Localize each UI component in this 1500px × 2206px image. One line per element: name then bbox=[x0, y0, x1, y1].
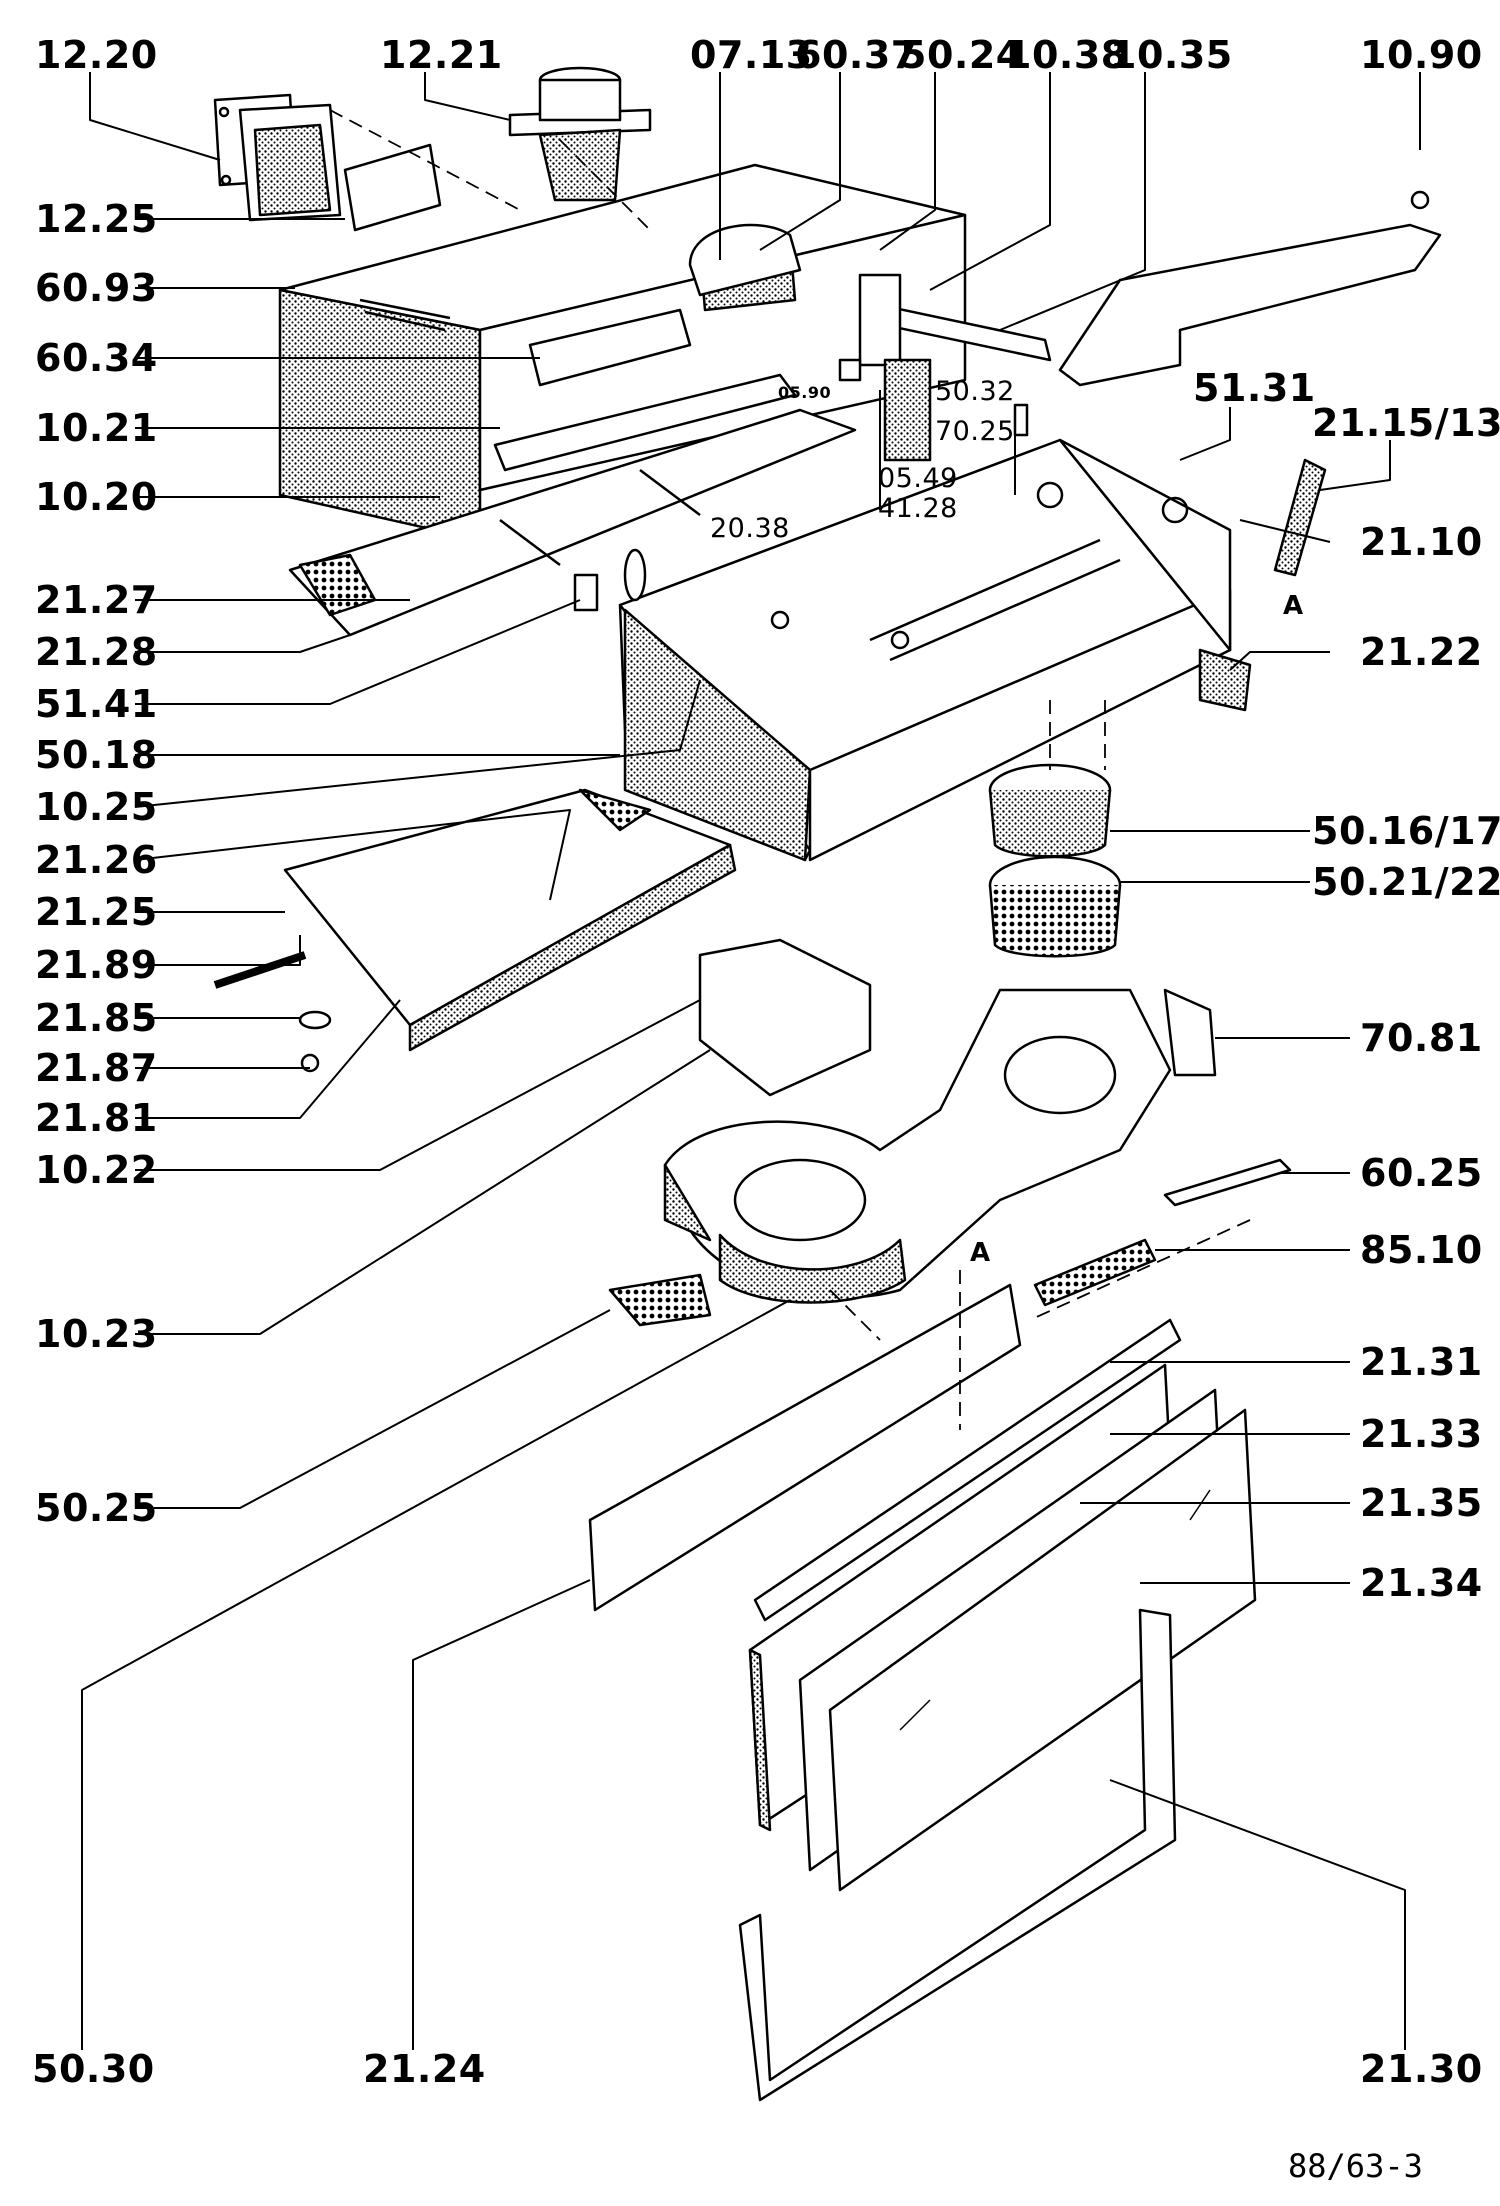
label-50-25: 50.25 bbox=[35, 1486, 158, 1530]
board-85-10 bbox=[1033, 1238, 1157, 1307]
panel-21-24 bbox=[588, 1283, 1022, 1612]
label-07-13: 07.13 bbox=[690, 33, 813, 77]
label-21-34: 21.34 bbox=[1360, 1561, 1483, 1605]
hinge-21-22 bbox=[1198, 648, 1252, 712]
label-21-28: 21.28 bbox=[35, 630, 158, 674]
label-51-31: 51.31 bbox=[1193, 366, 1316, 410]
impeller-50-21 bbox=[988, 855, 1122, 958]
label-21-27: 21.27 bbox=[35, 578, 158, 622]
bracket-10-38 bbox=[858, 273, 902, 367]
label-21-85: 21.85 bbox=[35, 996, 158, 1040]
label-21-31: 21.31 bbox=[1360, 1340, 1483, 1384]
label-10-90: 10.90 bbox=[1360, 33, 1483, 77]
label-10-25: 10.25 bbox=[35, 785, 158, 829]
label-21-81: 21.81 bbox=[35, 1096, 158, 1140]
clip-51-41 bbox=[573, 573, 599, 612]
label-70-25: 70.25 bbox=[935, 416, 1015, 447]
label-21-89: 21.89 bbox=[35, 943, 158, 987]
duct-adapter-12-20 bbox=[213, 93, 342, 222]
cover-10-90 bbox=[1058, 223, 1442, 387]
label-21-10: 21.10 bbox=[1360, 520, 1483, 564]
board-60-25 bbox=[1163, 1158, 1292, 1207]
light-bar-10-21 bbox=[493, 373, 797, 472]
label-21-26: 21.26 bbox=[35, 838, 158, 882]
label-21-35: 21.35 bbox=[1360, 1481, 1483, 1525]
label-10-22: 10.22 bbox=[35, 1148, 158, 1192]
label-70-81: 70.81 bbox=[1360, 1016, 1483, 1060]
label-51-41: 51.41 bbox=[35, 682, 158, 726]
label-10-20: 10.20 bbox=[35, 475, 158, 519]
leader-lines bbox=[81, 72, 1421, 2050]
label-60-34: 60.34 bbox=[35, 336, 158, 380]
label-21-24: 21.24 bbox=[363, 2047, 486, 2091]
knob-21-87 bbox=[300, 1053, 320, 1073]
label-21-30: 21.30 bbox=[1360, 2047, 1483, 2091]
ref-marker-a-upper: A bbox=[1283, 591, 1304, 621]
duct-12-21 bbox=[508, 66, 652, 202]
rod-21-89 bbox=[213, 951, 307, 989]
main-chassis bbox=[618, 438, 1232, 862]
bracket-21-15 bbox=[1273, 458, 1327, 577]
label-60-25: 60.25 bbox=[1360, 1151, 1483, 1195]
label-50-30: 50.30 bbox=[32, 2047, 155, 2091]
knob-21-85 bbox=[298, 1010, 332, 1030]
label-05-90: 05.90 bbox=[778, 383, 832, 402]
label-50-24: 50.24 bbox=[900, 33, 1023, 77]
label-85-10: 85.10 bbox=[1360, 1228, 1483, 1272]
pin-70-25 bbox=[1013, 403, 1029, 437]
strip-21-31 bbox=[753, 1318, 1182, 1622]
label-21-25: 21.25 bbox=[35, 890, 158, 934]
glass-21-34 bbox=[828, 1408, 1257, 1892]
label-50-16-17: 50.16/17 bbox=[1312, 809, 1500, 853]
label-21-22: 21.22 bbox=[1360, 630, 1483, 674]
label-10-38: 10.38 bbox=[1005, 33, 1128, 77]
switch-60-34 bbox=[528, 308, 692, 387]
label-12-25: 12.25 bbox=[35, 197, 158, 241]
label-50-32: 50.32 bbox=[935, 376, 1015, 407]
ref-marker-a-lower: A bbox=[970, 1238, 991, 1268]
label-21-87: 21.87 bbox=[35, 1046, 158, 1090]
label-21-33: 21.33 bbox=[1360, 1412, 1483, 1456]
label-50-18: 50.18 bbox=[35, 733, 158, 777]
motor-50-16 bbox=[988, 763, 1112, 858]
label-12-21: 12.21 bbox=[380, 33, 503, 77]
label-41-28: 41.28 bbox=[878, 493, 958, 524]
label-05-49: 05.49 bbox=[878, 463, 958, 494]
switch-50-32 bbox=[883, 358, 932, 462]
duct-10-22 bbox=[698, 938, 872, 1097]
label-60-93: 60.93 bbox=[35, 266, 158, 310]
label-50-21-22: 50.21/22 bbox=[1312, 860, 1500, 904]
label-60-37: 60.37 bbox=[795, 33, 918, 77]
label-10-23: 10.23 bbox=[35, 1312, 158, 1356]
cover-plate-12-25 bbox=[343, 143, 442, 232]
label-21-15-13: 21.15/13 bbox=[1312, 401, 1500, 445]
pin-05-90 bbox=[838, 358, 862, 382]
lamp-50-18 bbox=[623, 548, 647, 602]
label-10-21: 10.21 bbox=[35, 406, 158, 450]
label-12-20: 12.20 bbox=[35, 33, 158, 77]
label-10-35: 10.35 bbox=[1110, 33, 1233, 77]
pad-50-25 bbox=[608, 1273, 712, 1327]
assembly-guide-lines bbox=[329, 109, 1251, 1430]
bracket-70-81 bbox=[1163, 988, 1217, 1077]
sheet-code: 88/63-3 bbox=[1288, 2147, 1423, 2185]
filter-cassette bbox=[283, 788, 737, 1052]
blower-housing-50-30 bbox=[663, 988, 1172, 1304]
frame-21-30 bbox=[738, 1608, 1177, 2102]
label-20-38: 20.38 bbox=[710, 513, 790, 544]
